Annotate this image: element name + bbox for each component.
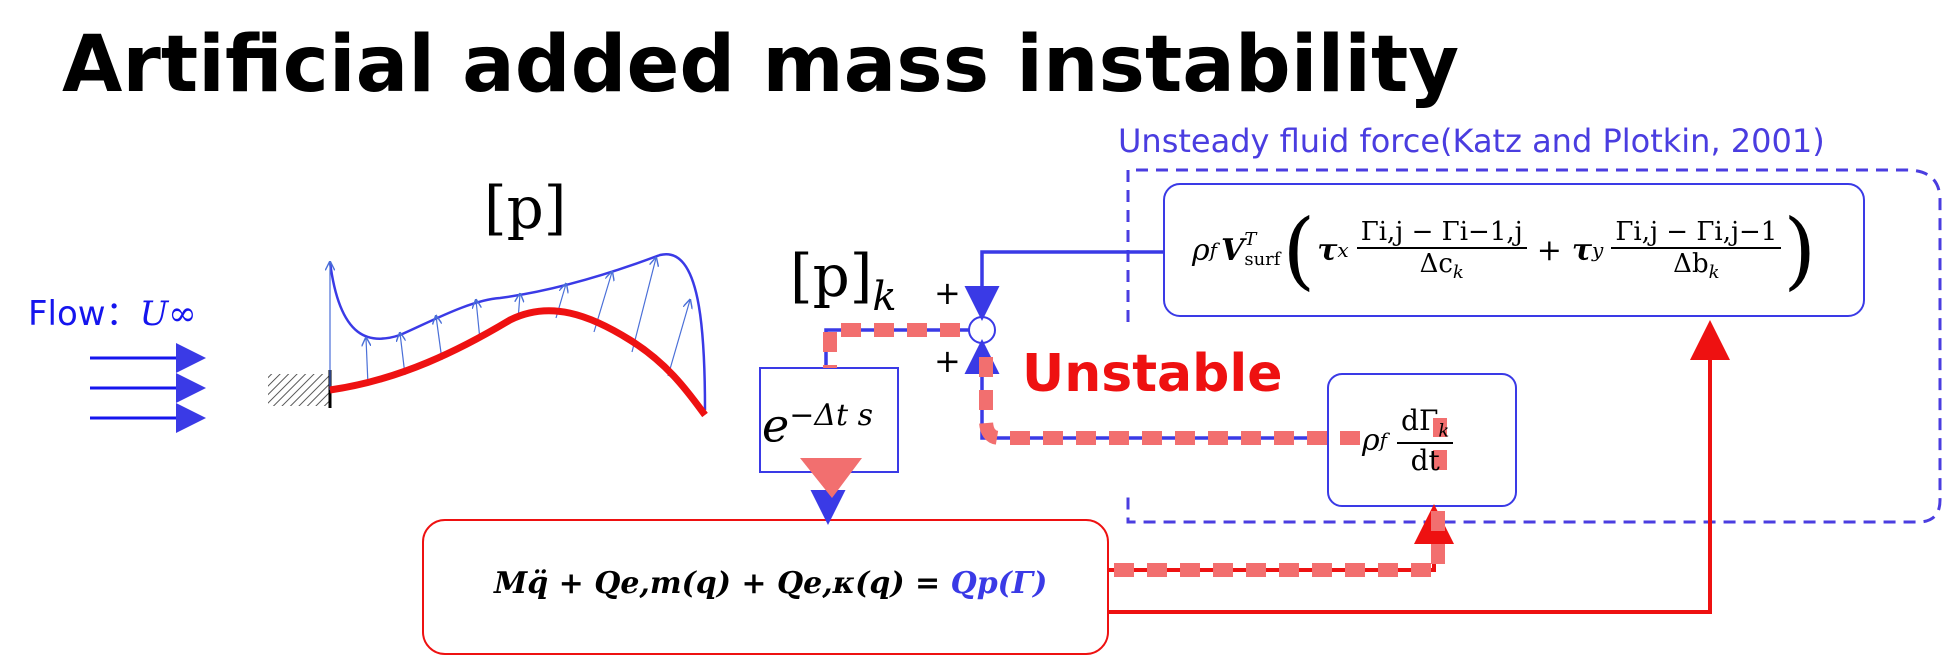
eom-box: [422, 519, 1109, 655]
pressure-envelope: [328, 252, 707, 411]
uf-fraction-2: Γi,j − Γi,j−1 Δbk: [1611, 217, 1782, 283]
uf-left-paren: (: [1282, 201, 1316, 299]
flow-arrows: [90, 343, 206, 433]
dgamma-numerator: dΓk: [1397, 404, 1454, 444]
delay-exponent: −Δt s: [789, 398, 874, 433]
loop-arrowhead: [800, 458, 862, 498]
uf-tau-y: τ: [1571, 232, 1593, 268]
uf-tau-x-sub: x: [1337, 238, 1349, 262]
dgamma-num-text: dΓ: [1401, 404, 1439, 437]
reference-label: Unsteady fluid force(Katz and Plotkin, 2…: [1118, 122, 1825, 160]
uf-fraction-1: Γi,j − Γi−1,j Δck: [1356, 217, 1527, 283]
uf-tau-y-sub: y: [1592, 238, 1604, 262]
uf-rho: ρ: [1192, 232, 1210, 268]
uf-plus: +: [1536, 232, 1562, 268]
flow-symbol: U∞: [139, 294, 197, 334]
summing-junction: [968, 316, 996, 344]
uf-right-paren: ): [1783, 201, 1817, 299]
pressure-vectors: [330, 258, 690, 390]
eom-lhs: Mq̈ + Qe,m(q) + Qe,κ(q) =: [494, 566, 951, 601]
delay-base: e: [762, 398, 790, 453]
uf-num-2: Γi,j − Γi,j−1: [1611, 217, 1782, 249]
eom-equation: Mq̈ + Qe,m(q) + Qe,κ(q) = Qp(Γ): [494, 566, 1047, 601]
deformed-plate: [329, 307, 708, 418]
unsteady-formula-box: [1163, 183, 1865, 317]
dgamma-fraction: dΓk dt: [1397, 404, 1454, 477]
rho-subscript: f: [1379, 428, 1388, 453]
uf-rho-sub: f: [1209, 238, 1218, 262]
uf-velocity: V: [1221, 232, 1245, 268]
uf-den-2: Δbk: [1673, 249, 1719, 283]
slide-title: Artificial added mass instability: [62, 20, 1460, 110]
uf-den-2-sub: k: [1708, 262, 1720, 284]
uf-velocity-scripts: T surf: [1244, 230, 1280, 270]
pressure-label: [p]: [484, 174, 567, 242]
pressure-k-label: [p]k: [790, 242, 897, 320]
unstable-label: Unstable: [1022, 344, 1283, 404]
flow-text: Flow：: [28, 294, 140, 334]
uf-den-1: Δck: [1420, 249, 1464, 283]
uf-velocity-sup: T: [1244, 229, 1257, 250]
uf-tau-x: τ: [1317, 232, 1338, 268]
rho-symbol: ρ: [1362, 422, 1380, 458]
instability-loop: [823, 323, 1447, 577]
plus-bottom: +: [934, 342, 961, 380]
eom-rhs: Qp(Γ): [950, 566, 1048, 601]
flow-label: Flow：U∞: [28, 286, 197, 335]
pressure-k-text: [p]: [790, 242, 873, 310]
pressure-k-subscript: k: [872, 274, 897, 320]
dgamma-denominator: dt: [1410, 443, 1440, 477]
uf-num-1: Γi,j − Γi−1,j: [1356, 217, 1527, 249]
uf-den-1-text: Δc: [1419, 248, 1453, 279]
plus-top: +: [934, 274, 961, 312]
uf-den-2-text: Δb: [1673, 248, 1709, 279]
delay-expression: e−Δt s: [762, 398, 873, 452]
uf-den-1-sub: k: [1452, 262, 1464, 284]
clamp-wall: [268, 374, 330, 406]
dgamma-num-subscript: k: [1438, 420, 1450, 442]
fluid-force-region: [1126, 168, 1942, 524]
delay-box: [759, 367, 899, 473]
uf-velocity-sub: surf: [1244, 249, 1281, 270]
